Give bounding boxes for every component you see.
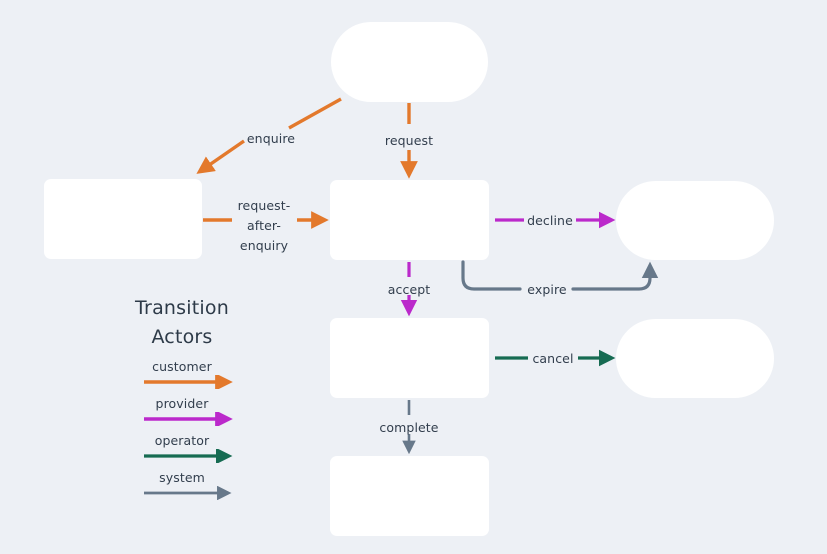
edge-label-expire: expire — [527, 282, 567, 297]
legend: Transition Actors customer provider oper… — [118, 294, 246, 500]
edge-label-decline: decline — [527, 213, 573, 228]
node-completed[interactable] — [330, 456, 489, 536]
node-declined[interactable] — [616, 181, 774, 260]
node-accepted[interactable] — [330, 318, 489, 398]
edge-label-complete: complete — [379, 420, 439, 435]
legend-title-line2: Actors — [151, 326, 213, 348]
node-requested[interactable] — [330, 180, 489, 260]
legend-arrow-provider — [144, 412, 233, 426]
edge-label-request-after-enquiry: request- after- enquiry — [228, 196, 300, 256]
node-cancelled[interactable] — [616, 319, 774, 398]
edge-label-request: request — [384, 133, 434, 148]
legend-label-system: system — [159, 470, 205, 485]
node-enquiry[interactable] — [44, 179, 202, 259]
legend-label-operator: operator — [154, 433, 210, 448]
legend-title-line1: Transition — [135, 297, 229, 319]
edge-label-accept: accept — [387, 282, 431, 297]
legend-item-operator: operator — [118, 432, 246, 463]
node-start[interactable] — [331, 22, 488, 102]
edge-label-line: request- — [237, 198, 291, 213]
legend-arrow-operator — [144, 449, 233, 463]
legend-item-system: system — [118, 469, 246, 500]
legend-label-provider: provider — [155, 396, 209, 411]
legend-item-customer: customer — [118, 358, 246, 389]
legend-label-customer: customer — [152, 359, 212, 374]
legend-item-provider: provider — [118, 395, 246, 426]
edge-label-enquire: enquire — [246, 131, 296, 146]
legend-arrow-system — [144, 486, 232, 500]
edge-label-line: enquiry — [239, 238, 289, 253]
edge-label-line: after- — [247, 218, 281, 233]
edge-label-cancel: cancel — [532, 351, 574, 366]
legend-arrow-customer — [144, 375, 233, 389]
